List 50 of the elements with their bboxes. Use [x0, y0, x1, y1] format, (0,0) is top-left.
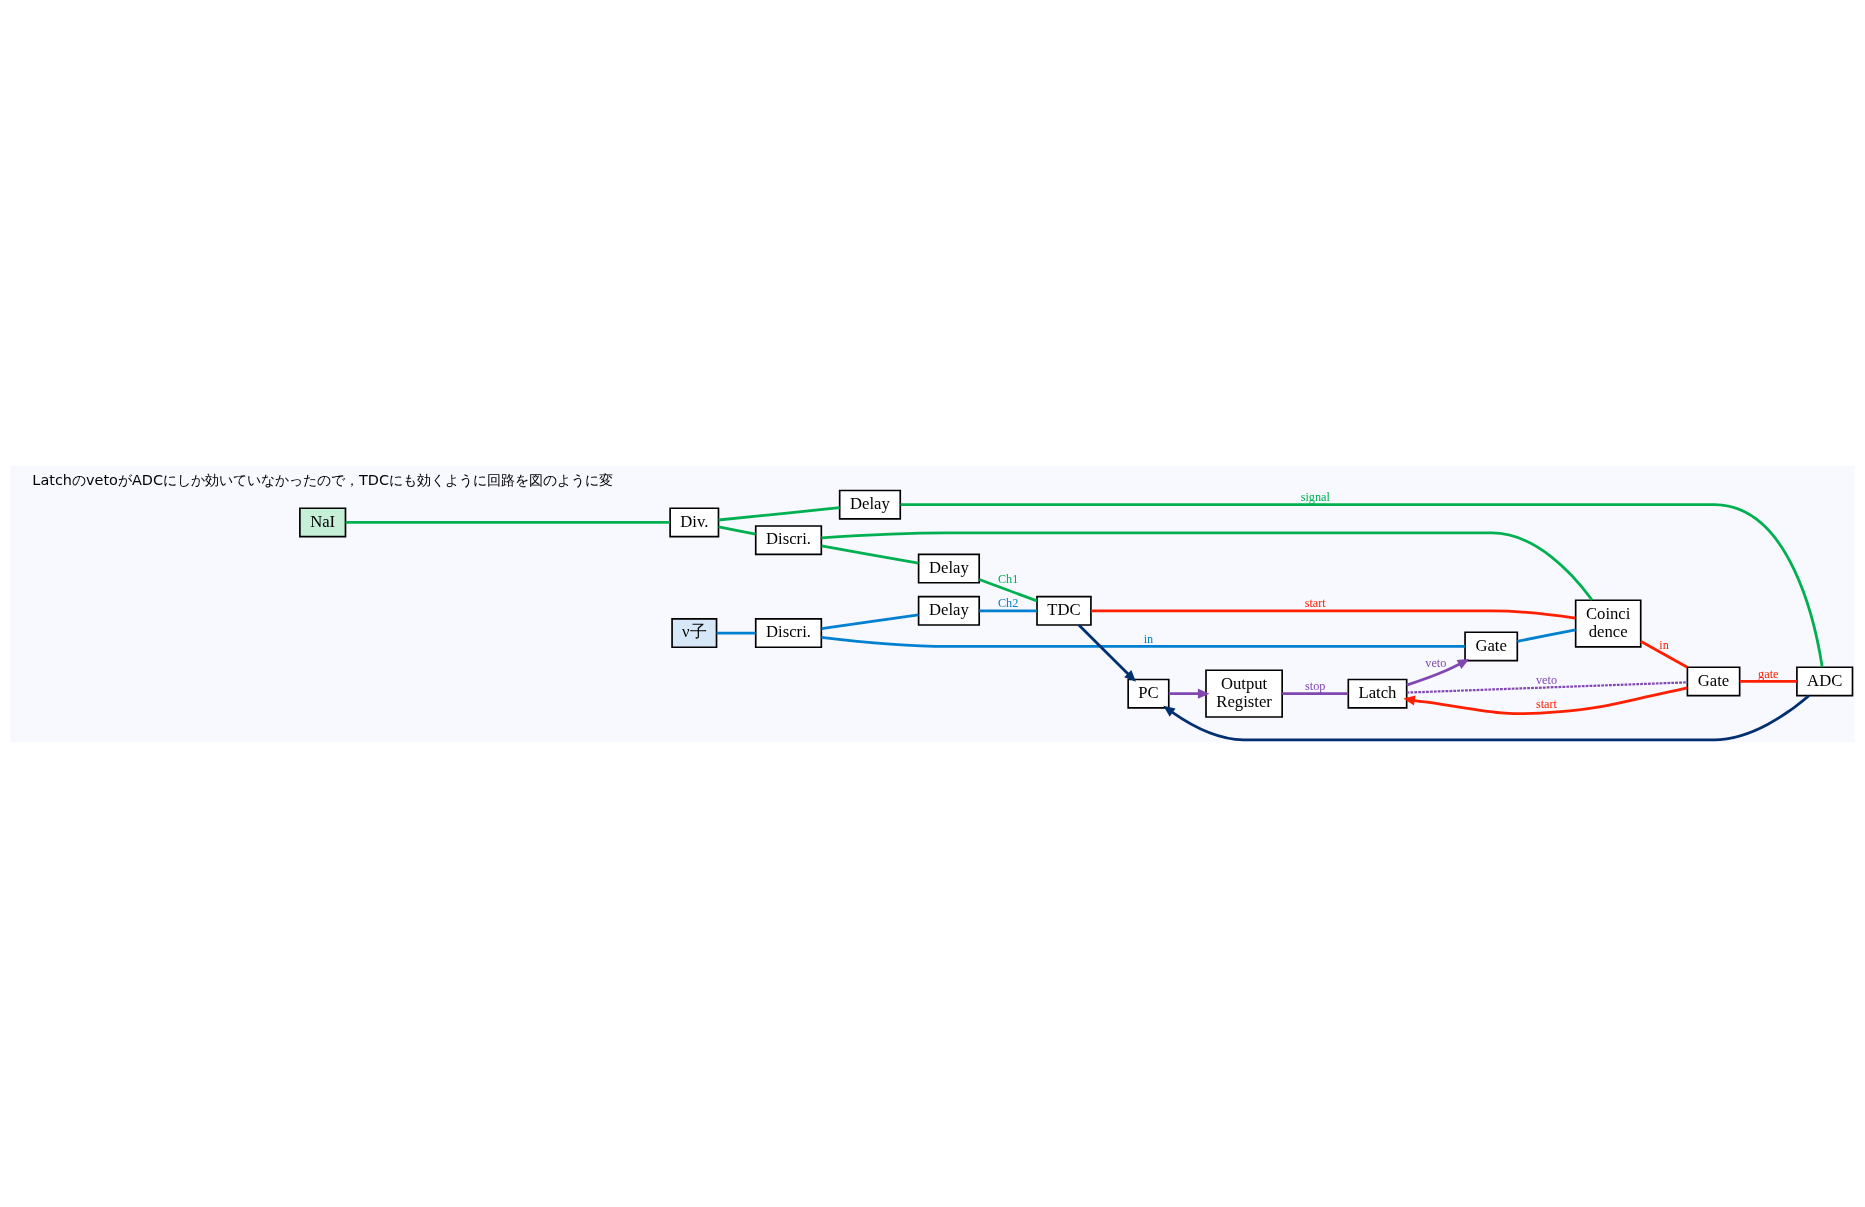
connector — [718, 505, 840, 521]
node-box: PC — [1127, 678, 1170, 709]
edge-label: gate — [1758, 666, 1779, 681]
edge-label: start — [1304, 595, 1326, 610]
node-box: Output Register — [1205, 668, 1283, 718]
node-box: Delay — [838, 489, 902, 520]
node-box: Discri. — [754, 524, 823, 555]
label: LatchのvetoがADCにしか効いていなかったので，TDCにも効くように回路を図のように変 — [32, 471, 614, 488]
arrow — [1406, 658, 1470, 686]
edge-label: veto — [1425, 655, 1447, 670]
node-box: Gate — [1464, 630, 1519, 661]
connector — [978, 577, 1038, 602]
connector — [821, 531, 1594, 601]
connector — [1739, 679, 1797, 683]
connector — [1517, 628, 1576, 643]
edge-label: signal — [1300, 489, 1330, 504]
node-box: Delay — [917, 553, 981, 584]
node-box: NaI — [299, 506, 347, 537]
connector — [1282, 691, 1349, 695]
edge-label: Ch1 — [997, 571, 1019, 586]
node-box: ADC — [1796, 665, 1854, 696]
connector — [718, 525, 756, 535]
connector — [821, 635, 1465, 648]
connector — [716, 631, 756, 634]
connector — [345, 520, 670, 524]
node-box: Coinci dence — [1574, 598, 1642, 648]
arrow — [1403, 686, 1688, 715]
connector — [979, 608, 1037, 612]
edge-label: start — [1535, 696, 1558, 711]
connector — [1091, 608, 1576, 619]
arrow — [1168, 688, 1210, 699]
node-box: Delay — [917, 595, 981, 626]
edge-label: in — [1659, 637, 1669, 652]
connector — [821, 613, 919, 630]
arrow — [1077, 623, 1136, 682]
node-box: Div. — [669, 506, 720, 537]
edge-label: veto — [1535, 672, 1558, 687]
connector — [1406, 680, 1688, 694]
edge-label: stop — [1305, 678, 1326, 693]
connector — [1640, 639, 1688, 668]
arrow — [1163, 694, 1810, 741]
node-box: Discri. — [754, 617, 823, 648]
node-box: Gate — [1686, 665, 1741, 696]
edge-label: in — [1143, 631, 1154, 646]
node-box: ν子 — [671, 617, 718, 648]
node-box: Latch — [1347, 678, 1408, 709]
connector — [900, 502, 1824, 667]
node-box: TDC — [1036, 595, 1092, 626]
connector — [821, 544, 919, 565]
edge-label: Ch2 — [997, 595, 1019, 610]
